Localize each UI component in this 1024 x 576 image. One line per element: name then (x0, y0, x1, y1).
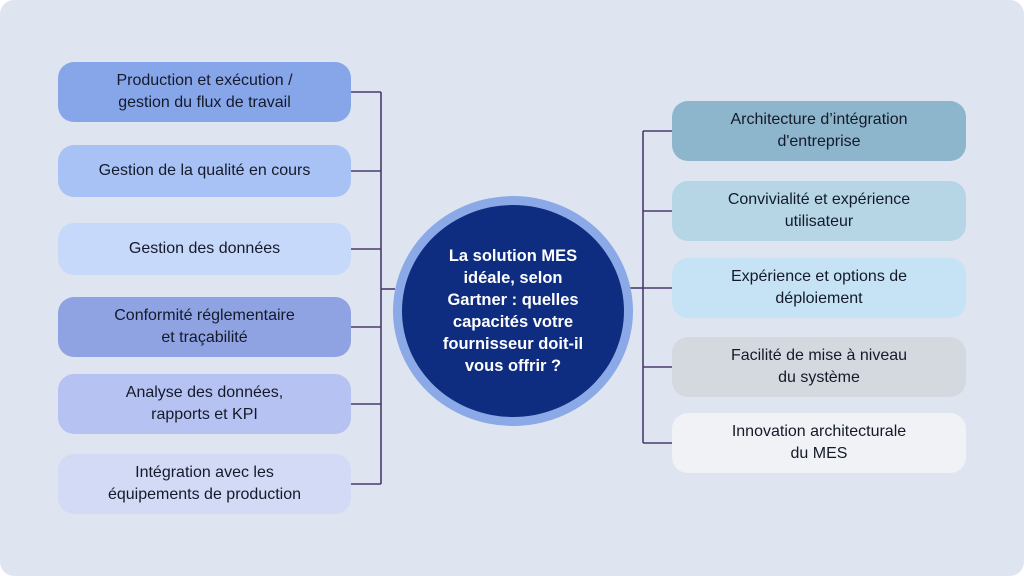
right-node-architectural-innovation: Innovation architecturale du MES (672, 413, 966, 473)
right-node-label: Convivialité et expérience utilisateur (727, 191, 911, 230)
left-node-label: Intégration avec les équipements de prod… (107, 464, 302, 503)
right-node-deployment-options: Expérience et options de déploiement (672, 258, 966, 318)
right-node-label: Expérience et options de déploiement (730, 268, 908, 307)
central-question-ring: La solution MES idéale, selon Gartner : … (393, 196, 633, 426)
left-node-production-execution: Production et exécution / gestion du flu… (58, 62, 351, 122)
left-node-label: Conformité réglementaire et traçabilité (114, 307, 295, 346)
left-node-label: Gestion des données (128, 240, 281, 257)
left-node-label: Gestion de la qualité en cours (98, 162, 311, 179)
left-node-label: Production et exécution / gestion du flu… (116, 72, 293, 111)
right-node-enterprise-integration: Architecture d’intégration d'entreprise (672, 101, 966, 161)
right-node-system-upgrade: Facilité de mise à niveau du système (672, 337, 966, 397)
left-node-equipment-integration: Intégration avec les équipements de prod… (58, 454, 351, 514)
left-node-compliance-traceability: Conformité réglementaire et traçabilité (58, 297, 351, 357)
left-node-analytics-kpi: Analyse des données, rapports et KPI (58, 374, 351, 434)
left-node-label: Analyse des données, rapports et KPI (125, 384, 284, 423)
right-node-label: Innovation architecturale du MES (731, 423, 907, 462)
central-question-circle: La solution MES idéale, selon Gartner : … (402, 205, 624, 417)
right-node-usability-ux: Convivialité et expérience utilisateur (672, 181, 966, 241)
right-node-label: Architecture d’intégration d'entreprise (730, 111, 908, 150)
left-node-quality-management: Gestion de la qualité en cours (58, 145, 351, 197)
central-question-text: La solution MES idéale, selon Gartner : … (442, 247, 584, 375)
right-node-label: Facilité de mise à niveau du système (730, 347, 908, 386)
left-node-data-management: Gestion des données (58, 223, 351, 275)
